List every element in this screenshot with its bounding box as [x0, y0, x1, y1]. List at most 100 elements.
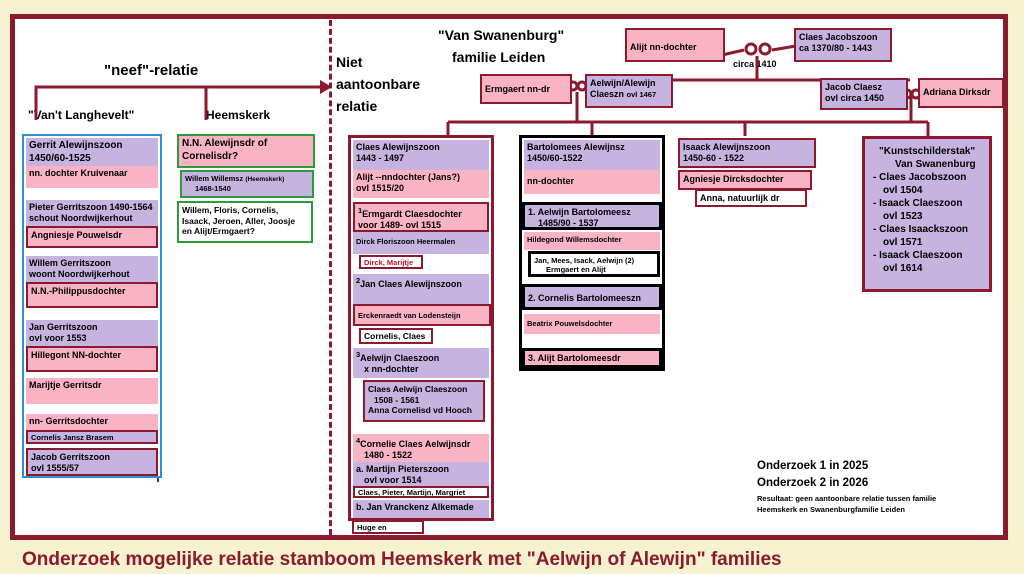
line: a. Martijn Pieterszoon: [356, 464, 450, 474]
line: Aelwijn/Alewijn: [590, 78, 656, 88]
line: Agniesje Dircksdochter: [683, 174, 784, 184]
line: 2. Cornelis Bartolomeeszn: [528, 293, 642, 303]
line: voor 1489- ovl 1515: [358, 220, 442, 231]
line: Anna Cornelisd vd Hooch: [368, 405, 472, 416]
line: Claes Jacobszoon: [799, 32, 878, 42]
person-aelwijn-claeszoon: 3Aelwijn Claeszoon x nn-dochter: [353, 348, 489, 378]
person-hillegont-nn-dochter: Hillegont NN-dochter: [26, 346, 158, 372]
line: Claes Aelwijn Claeszoon: [368, 384, 468, 394]
line: ca 1370/80 - 1443: [799, 43, 873, 54]
line: 1. Aelwijn Bartolomeesz: [528, 207, 631, 217]
line: Ermgaert nn-dr: [485, 84, 551, 94]
line: Cornelisdr?: [182, 150, 239, 162]
line: ovl 1504: [883, 185, 923, 196]
onderzoek-2: Onderzoek 2 in 2026: [757, 477, 869, 489]
person-alijt-bartolomeesdr: 3. Alijt Bartolomeesdr: [522, 348, 662, 368]
line: nn. dochter Kruivenaar: [29, 168, 128, 178]
resultaat-line-1: Resultaat: geen aantoonbare relatie tuss…: [757, 494, 937, 503]
line: - Isaack Claeszoon: [873, 250, 963, 261]
person-bart-nn-dochter: nn-dochter: [524, 170, 660, 194]
person-willem-willemsz: Willem Willemsz (Heemskerk) 1468-1540: [180, 170, 314, 198]
line: Angniesje Pouwelsdr: [31, 230, 123, 240]
line: Willem Willemsz: [185, 174, 244, 183]
bartolomees-column: Bartolomees Alewijnsz 1450/60-1522 nn-do…: [519, 135, 665, 371]
line: 1450-60 - 1522: [683, 153, 745, 164]
line: 1450/60-1525: [29, 152, 91, 164]
langhevelt-column: Gerrit Alewijnszoon 1450/60-1525 nn. doc…: [22, 134, 162, 478]
line: - Isaack Claeszoon: [873, 198, 963, 209]
line: Cornelis Jansz Brasem: [31, 433, 114, 442]
bottom-title: Onderzoek mogelijke relatie stamboom Hee…: [22, 549, 782, 570]
line: x nn-dochter: [364, 364, 419, 375]
number: 4: [356, 436, 361, 445]
person-dirck-floriszoon: Dirck Floriszoon Heermalen: [353, 232, 489, 254]
resultaat-line-2: Heemskerk en Swanenburgfamilie Leiden: [757, 505, 905, 514]
line: nn- Gerritsdochter: [29, 416, 109, 426]
line: ovl 1614: [883, 263, 923, 274]
line: ovl 1467: [626, 90, 657, 100]
line: Alijt --nndochter (Jans?): [356, 172, 460, 182]
line: Beatrix Pouwelsdochter: [527, 319, 613, 328]
line: Dirck Floriszoon Heermalen: [356, 237, 456, 246]
line: Marijtje Gerritsdr: [29, 380, 102, 390]
line: Claeszn: [590, 89, 625, 100]
line: N.N.-Philippusdochter: [31, 286, 126, 296]
person-willem-gerritszoon: Willem Gerritszoon woont Noordwijkerhout: [26, 256, 158, 282]
line: Huge en Ermgaert: [357, 523, 387, 532]
line: ovl voor 1514: [364, 475, 422, 486]
line: nn-dochter: [527, 176, 574, 186]
line: Cornelie Claes Aelwijnsdr: [360, 439, 471, 449]
children-claes-pieter: Claes, Pieter, Martijn, Margriet: [353, 486, 489, 498]
person-martijn-pieterszoon: a. Martijn Pieterszoon ovl voor 1514: [353, 462, 489, 488]
line: Aelwijn Claeszoon: [360, 353, 440, 363]
person-alijt-nn-dochter: Alijt nn-dochter: [625, 28, 725, 62]
person-ermgaert-nn-dr: Ermgaert nn-dr: [480, 74, 572, 104]
line: 1450/60-1522: [527, 153, 583, 164]
person-claes-jacobszoon-top: Claes Jacobszoon ca 1370/80 - 1443: [794, 28, 892, 62]
line: "Kunstschilderstak": [879, 146, 976, 157]
person-cornelis-bartolomeeszn: 2. Cornelis Bartolomeeszn: [522, 284, 662, 310]
person-ermgardt-claesdochter: 1Ermgardt Claesdochter voor 1489- ovl 15…: [353, 202, 489, 232]
children-jan-mees: Jan, Mees, Isack, Aelwijn (2) Ermgaert e…: [528, 251, 660, 277]
person-jacob-claesz: Jacob Claesz ovl circa 1450: [820, 78, 908, 110]
line: en Alijt/Ermgaert?: [182, 226, 255, 237]
line: ovl voor 1553: [29, 333, 87, 344]
line: ovl 1523: [883, 211, 923, 222]
person-isaack-alewijnszoon: Isaack Alewijnszoon 1450-60 - 1522: [678, 138, 816, 168]
person-alijt-nndochter: Alijt --nndochter (Jans?) ovl 1515/20: [353, 170, 489, 198]
person-gerrit-alewijnszoon: Gerrit Alewijnszoon 1450/60-1525: [26, 138, 158, 168]
line: b. Jan Vranckenz Alkemade: [356, 502, 474, 512]
children-dirck-marijtje: Dirck, Marijtje: [359, 255, 423, 269]
person-erckenraedt: Erckenraedt van Lodensteijn: [353, 304, 491, 326]
circa-label: circa 1410: [733, 59, 777, 69]
person-cornelis-jansz-brasem: Cornelis Jansz Brasem: [26, 430, 158, 444]
children-huge-ermgaert: Huge en Ermgaert: [352, 520, 424, 534]
line: Alijt nn-dochter: [630, 42, 697, 52]
line: Isaack, Jeroen, Aller, Joosje: [182, 215, 296, 226]
line: 3. Alijt Bartolomeesdr: [528, 353, 621, 363]
person-jan-vranckenz: b. Jan Vranckenz Alkemade: [353, 500, 489, 518]
person-beatrix-pouwelsdochter: Beatrix Pouwelsdochter: [524, 314, 660, 334]
line: - Claes Jacobszoon: [873, 172, 967, 183]
line: Willem Gerritszoon: [29, 258, 111, 268]
person-nn-gerritsdochter: nn- Gerritsdochter: [26, 414, 158, 430]
number: 1: [358, 206, 363, 215]
line: Ermgaert en Alijt: [546, 265, 606, 275]
children-anna: Anna, natuurlijk dr: [695, 189, 807, 207]
person-agniesje-dircksdochter: Agniesje Dircksdochter: [678, 170, 812, 190]
line: Gerrit Alewijnszoon: [29, 140, 123, 151]
line: Jan Gerritszoon: [29, 322, 98, 332]
line: ovl 1571: [883, 237, 923, 248]
person-marijtje-gerritsdr: Marijtje Gerritsdr: [26, 378, 158, 404]
line: Claes, Pieter, Martijn, Margriet: [358, 488, 466, 497]
line: Anna, natuurlijk dr: [700, 193, 780, 203]
aantoonbare-label: aantoonbare: [336, 76, 421, 92]
line: ovl circa 1450: [825, 93, 885, 104]
claes-column: Claes Alewijnszoon 1443 - 1497 Alijt --n…: [348, 135, 494, 521]
line: Pieter Gerritszoon 1490-1564: [29, 202, 153, 212]
kunstschilderstak-box: "Kunstschilderstak" Van Swanenburg - Cla…: [862, 136, 992, 292]
swanenburg-header: "Van Swanenburg": [438, 27, 565, 43]
line: - Claes Isaackszoon: [873, 224, 969, 235]
line: Hillegont NN-dochter: [31, 350, 121, 360]
line: ovl 1555/57: [31, 463, 80, 474]
